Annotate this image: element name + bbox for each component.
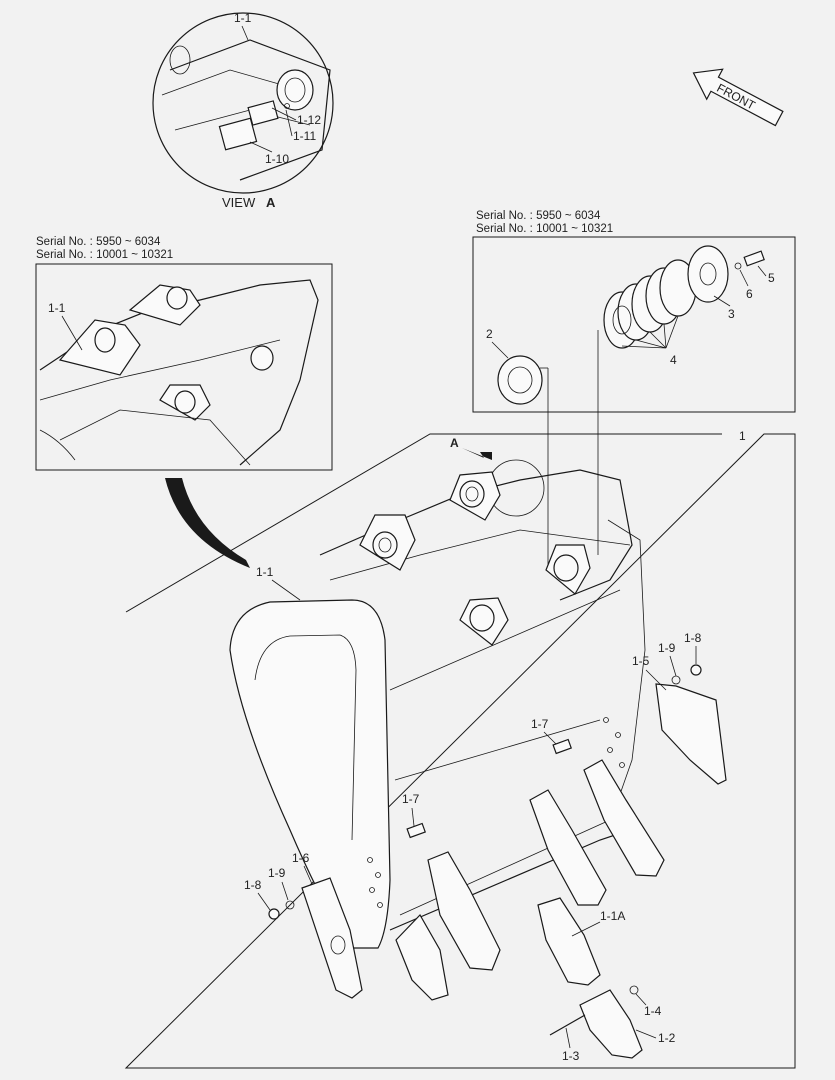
label-1-10: 1-10	[265, 152, 289, 166]
label-1-12: 1-12	[297, 113, 321, 127]
label-1: 1	[739, 429, 746, 443]
serial-right-2: Serial No. : 10001 ~ 10321	[476, 223, 613, 235]
serial-left-2: Serial No. : 10001 ~ 10321	[36, 249, 173, 261]
view-letter: A	[266, 195, 276, 210]
label-main-1-1: 1-1	[256, 565, 274, 579]
part-3-plate	[687, 245, 729, 303]
label-1-8-left: 1-8	[244, 878, 262, 892]
part-2-bushing	[497, 355, 543, 405]
label-1-1A: 1-1A	[600, 909, 625, 923]
washer-1-9-r	[671, 675, 681, 685]
serial-left-1: Serial No. : 5950 ~ 6034	[36, 236, 161, 248]
label-1-9-right: 1-9	[658, 641, 676, 655]
tooth-1-1A	[537, 897, 601, 986]
part-5-bolt	[743, 250, 765, 267]
label-1-4: 1-4	[644, 1004, 662, 1018]
right-inset-frame	[472, 236, 796, 413]
label-view-1-1: 1-1	[234, 11, 252, 25]
bolt-1-7-a	[552, 738, 572, 755]
nut-1-8-l	[268, 908, 280, 920]
label-1-7-a: 1-7	[531, 717, 549, 731]
bucket-body	[229, 469, 646, 949]
side-cutter-1-6	[301, 877, 363, 999]
washer-1-9-l	[285, 900, 295, 910]
view-a-detail	[152, 12, 334, 194]
label-1-5: 1-5	[632, 654, 650, 668]
label-6: 6	[746, 287, 753, 301]
plate-1-12	[247, 100, 279, 126]
label-4: 4	[670, 353, 677, 367]
nut-1-8-r	[690, 664, 702, 676]
bolt-1-7-b	[406, 822, 426, 839]
tooth-1-2	[579, 989, 643, 1059]
view-caption: VIEW	[222, 195, 256, 210]
left-inset-drawing	[39, 279, 319, 466]
label-inset-1-1: 1-1	[48, 301, 66, 315]
part-6-washer	[734, 262, 742, 270]
label-1-7-b: 1-7	[402, 792, 420, 806]
right-inset-drawing	[497, 245, 765, 405]
plate-1-10	[218, 117, 258, 151]
view-marker-a: A	[450, 436, 459, 450]
side-cutter-1-5	[655, 683, 727, 785]
curved-pointer-arrow	[165, 478, 250, 568]
pin-1-3	[549, 1014, 586, 1036]
bucket-teeth	[395, 759, 665, 1059]
label-1-2: 1-2	[658, 1031, 676, 1045]
label-1-3: 1-3	[562, 1049, 580, 1063]
label-1-9-left: 1-9	[268, 866, 286, 880]
label-2: 2	[486, 327, 493, 341]
label-1-6: 1-6	[292, 851, 310, 865]
left-inset-frame	[35, 263, 333, 471]
serial-right-1: Serial No. : 5950 ~ 6034	[476, 210, 601, 222]
label-1-11: 1-11	[293, 129, 316, 143]
lock-1-4	[629, 985, 639, 995]
label-5: 5	[768, 271, 775, 285]
label-3: 3	[728, 307, 735, 321]
front-arrow: FRONT	[692, 68, 784, 127]
label-1-8-right: 1-8	[684, 631, 702, 645]
